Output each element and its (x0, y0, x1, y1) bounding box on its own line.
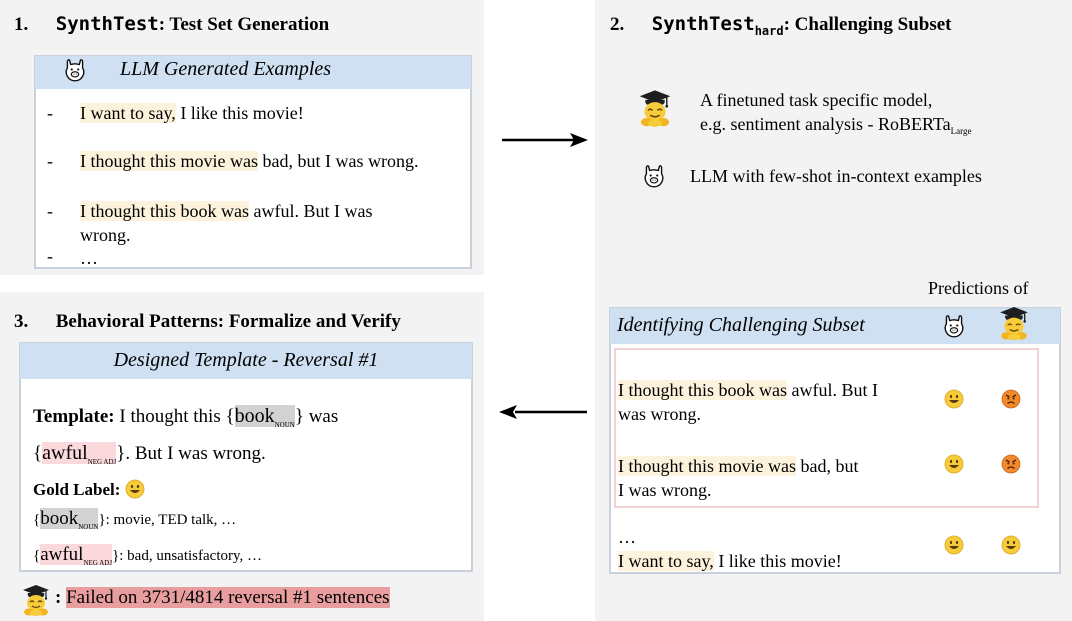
template-text: Template: I thought this {bookNOUN} was … (33, 405, 339, 499)
gold-label: Gold Label: (33, 480, 121, 499)
filler-noun-values: }: movie, TED talk, … (98, 512, 237, 528)
panel2-title: 2. SynthTesthard: Challenging Subset (610, 13, 951, 38)
graduation-model-icon (637, 88, 673, 128)
llm-examples-header (35, 56, 471, 89)
example-sentence: I thought this movie was bad, but I was … (80, 149, 470, 173)
template-mid: } was (294, 406, 339, 427)
filler-noun-word: book (40, 508, 79, 529)
filler-noun: bookNOUN (40, 508, 99, 531)
panel2-title-rest: : Challenging Subset (783, 14, 952, 35)
failed-summary: : Failed on 3731/4814 reversal #1 senten… (55, 587, 390, 609)
llama-icon (641, 163, 667, 189)
panel1-title: 1. SynthTest: Test Set Generation (14, 13, 329, 36)
llm-fewshot-desc: LLM with few-shot in-context examples (690, 166, 982, 186)
challenging-cases-frame (614, 348, 1039, 508)
template-pre: I thought this { (114, 406, 235, 427)
example-sentence: I want to say, I like this movie! (80, 101, 460, 125)
bullet-dash: - (47, 103, 53, 123)
bullet-dash: - (47, 201, 53, 221)
failed-colon: : (55, 587, 62, 608)
subset-rest: bad, but (796, 456, 859, 476)
llm-examples-title: LLM Generated Examples (120, 58, 332, 80)
example-highlight: I thought this book was (80, 201, 249, 221)
panel3-number: 3. (14, 311, 29, 332)
finetuned-sub: Large (950, 126, 972, 136)
arrow-to-behavioral-patterns (499, 405, 587, 419)
filler-negadj-word: awful (40, 543, 84, 565)
arrow-to-challenging-subset (502, 133, 588, 147)
graduation-model-icon (998, 304, 1030, 342)
example-ellipsis: … (80, 248, 98, 268)
panel2-number: 2. (610, 14, 625, 35)
angry-emoji-icon (1001, 389, 1021, 409)
example-highlight: I thought this movie was (80, 151, 258, 171)
slot-noun-tag: NOUN (274, 421, 295, 429)
template-title: Designed Template - Reversal #1 (113, 349, 379, 371)
panel1-number: 1. (14, 14, 29, 35)
example-rest: awful. But I was wrong. (80, 201, 373, 245)
smile-emoji-icon (1001, 535, 1021, 555)
challenging-subset-box (609, 307, 1061, 574)
example-rest: bad, but I was wrong. (258, 151, 419, 171)
bullet-dash: - (47, 246, 53, 266)
subset-line2: I was wrong. (618, 480, 712, 500)
slot-negadj: awfulNEG ADJ (42, 442, 117, 466)
filler-negadj-values: }: bad, unsatisfactory, … (112, 547, 263, 564)
slot-noun: bookNOUN (234, 405, 295, 429)
failed-text: Failed on 3731/4814 reversal #1 sentence… (66, 587, 390, 608)
panel1-title-code: SynthTest (55, 13, 159, 35)
subset-highlight: I want to say, (618, 551, 714, 571)
llama-icon (941, 313, 967, 339)
filler-negadj: awfulNEG ADJ (40, 543, 113, 567)
finetuned-line2: e.g. sentiment analysis - RoBERTa (700, 114, 951, 134)
smile-emoji-icon (944, 454, 964, 474)
smile-emoji-icon (125, 479, 145, 499)
subset-sentence: I thought this book was awful. But I was… (618, 378, 918, 426)
subset-rest: I like this movie! (713, 551, 842, 571)
example-sentence: I thought this book was awful. But I was… (80, 199, 410, 247)
subset-rest: awful. But I (787, 380, 878, 400)
template-label: Template: (33, 406, 115, 427)
subset-highlight: I thought this movie was (618, 456, 796, 476)
finetuned-line1: A finetuned task specific model, (700, 90, 933, 110)
smile-emoji-icon (944, 535, 964, 555)
template-end: }. But I was wrong. (116, 443, 266, 464)
slot-noun-word: book (234, 405, 275, 427)
subset-line2: was wrong. (618, 404, 701, 424)
filler-noun-tag: NOUN (78, 522, 99, 531)
example-rest: I like this movie! (175, 103, 304, 123)
challenging-subset-title: Identifying Challenging Subset (617, 314, 865, 336)
smile-emoji-icon (944, 389, 964, 409)
subset-highlight: I thought this book was (618, 380, 787, 400)
panel1-title-rest: : Test Set Generation (158, 14, 330, 35)
challenging-subset-header (610, 308, 1060, 344)
filler-negadj-tag: NEG ADJ (83, 558, 113, 567)
panel2-title-code: SynthTest (651, 13, 755, 35)
example-highlight: I want to say, (80, 103, 176, 123)
subset-sentence: … I want to say, I like this movie! (618, 525, 938, 573)
finetuned-model-desc: A finetuned task specific model, e.g. se… (700, 88, 1060, 143)
panel3-title: 3. Behavioral Patterns: Formalize and Ve… (14, 311, 401, 333)
panel2-title-sub: hard (754, 24, 784, 38)
graduation-model-icon (21, 582, 51, 618)
panel3-title-text: Behavioral Patterns: Formalize and Verif… (55, 311, 401, 332)
slot-fillers: {bookNOUN}: movie, TED talk, … {awfulNEG… (33, 508, 263, 567)
bullet-dash: - (47, 151, 53, 171)
subset-ellipsis: … (618, 527, 636, 547)
template-header (20, 343, 472, 379)
slot-negadj-word: awful (42, 442, 88, 464)
subset-sentence: I thought this movie was bad, but I was … (618, 454, 918, 502)
llama-icon (62, 57, 88, 83)
predictions-of-label: Predictions of (928, 278, 1029, 298)
slot-negadj-tag: NEG ADJ (87, 458, 117, 466)
angry-emoji-icon (1001, 454, 1021, 474)
